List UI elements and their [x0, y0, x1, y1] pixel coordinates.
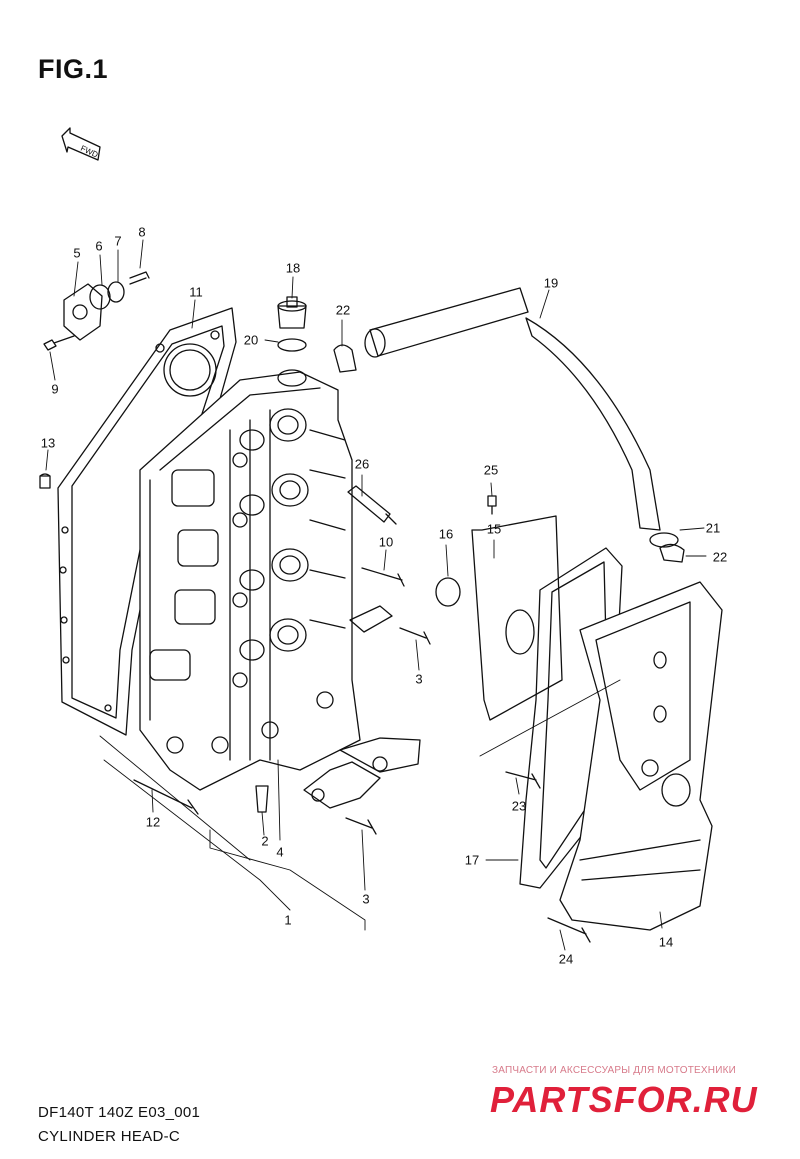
- callout-18: 18: [285, 260, 301, 276]
- o-ring-16: [435, 577, 461, 607]
- clamp-22-b: [659, 543, 685, 563]
- bolt-24: [547, 917, 591, 943]
- callout-13: 13: [40, 435, 56, 451]
- callout-15: 15: [486, 521, 502, 537]
- plug-13: [39, 473, 51, 489]
- callout-22-lower: 22: [712, 549, 728, 565]
- callout-12: 12: [145, 814, 161, 830]
- watermark-logo-text: PARTSFOR.RU: [490, 1079, 758, 1120]
- callout-11: 11: [189, 284, 203, 300]
- callout-22-upper: 22: [335, 302, 351, 318]
- figure-title: FIG.1: [38, 54, 109, 84]
- callout-3-lower: 3: [362, 891, 370, 907]
- callout-4: 4: [276, 844, 284, 860]
- callout-3-upper: 3: [415, 671, 423, 687]
- cap-18: [277, 296, 307, 329]
- spark-plug-26: [347, 485, 397, 525]
- callout-10: 10: [378, 534, 394, 550]
- callout-24: 24: [558, 951, 574, 967]
- callout-6: 6: [95, 238, 103, 254]
- callout-21: 21: [705, 520, 721, 536]
- callout-16: 16: [438, 526, 454, 542]
- bolt-12: [133, 779, 199, 815]
- callout-1: 1: [284, 912, 292, 928]
- thermostat-cover: [63, 271, 150, 341]
- callout-25: 25: [483, 462, 499, 478]
- callout-7: 7: [114, 233, 122, 249]
- bolt-10: [361, 567, 405, 587]
- fwd-arrow-icon: FWD: [61, 127, 101, 161]
- cover-gasket-15: [471, 515, 563, 721]
- camshaft-caps: [303, 737, 421, 809]
- bolt-23: [505, 771, 541, 789]
- callout-23: 23: [511, 798, 527, 814]
- diagram-caption: CYLINDER HEAD-C: [38, 1128, 181, 1145]
- cylinder-head-block: [139, 369, 361, 791]
- o-ring-20: [277, 338, 307, 352]
- watermark-tagline: ЗАПЧАСТИ И АКСЕССУАРЫ ДЛЯ МОТОТЕХНИКИ: [492, 1065, 737, 1076]
- bolt-3-lower: [345, 817, 377, 835]
- callout-5: 5: [73, 245, 81, 261]
- callout-19: 19: [543, 275, 559, 291]
- callout-9: 9: [51, 381, 59, 397]
- callout-17: 17: [464, 852, 480, 868]
- head-cover-14: [559, 581, 723, 931]
- hose-19: [364, 287, 679, 548]
- bolt-25: [487, 495, 497, 515]
- callout-8: 8: [138, 224, 146, 240]
- bolt-9: [43, 335, 75, 351]
- watermark-logo: PARTSFOR.RU: [490, 1079, 758, 1120]
- bracket-small: [349, 605, 393, 633]
- callout-2: 2: [261, 833, 269, 849]
- diagram-code: DF140T 140Z E03_001: [38, 1104, 201, 1121]
- bolt-3-upper: [399, 627, 431, 645]
- clamp-22-a: [333, 344, 357, 373]
- callout-20: 20: [243, 332, 259, 348]
- dowel-2: [255, 785, 269, 813]
- callout-26: 26: [354, 456, 370, 472]
- callout-14: 14: [658, 934, 674, 950]
